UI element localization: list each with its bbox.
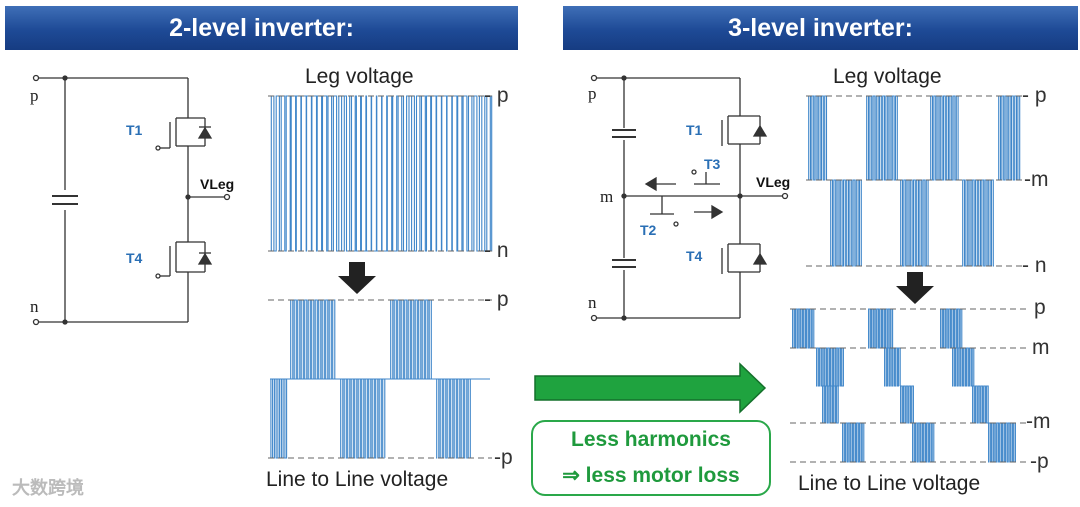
rail-lines [268, 95, 1026, 463]
vleg-label: VLeg [200, 176, 235, 192]
leg-voltage-label: Leg voltage [305, 65, 414, 88]
pwm-trace [952, 347, 975, 387]
down-arrow-icon [338, 262, 376, 294]
node-p-label: p [588, 84, 597, 103]
pwm-trace [900, 385, 914, 424]
pwm-trace [390, 299, 432, 380]
two-level-line-waveform [270, 299, 490, 459]
switch-t1-label: T1 [686, 122, 703, 138]
benefit-callout: Less harmonics ⇒ less motor loss [531, 420, 771, 496]
three-level-line-waveform [792, 308, 1016, 463]
rail-n-label: - n [484, 239, 509, 262]
three-level-title: 3-level inverter: [563, 6, 1078, 50]
vleg-label: VLeg [756, 174, 791, 190]
rail-m-label: -m [1024, 168, 1049, 191]
line-voltage-label: Line to Line voltage [266, 468, 449, 491]
right-arrow-icon [534, 362, 767, 414]
rail-minus-p-label: -p [494, 446, 513, 469]
pwm-trace [808, 95, 828, 181]
rail-p-label: p [1034, 296, 1046, 319]
switch-t1-label: T1 [126, 122, 143, 138]
rail-p-label: - p [1022, 84, 1047, 107]
three-level-circuit [590, 74, 789, 322]
pwm-trace [940, 308, 963, 349]
pwm-trace [912, 422, 935, 463]
node-n-label: n [588, 293, 597, 312]
rail-n-label: - n [1022, 254, 1047, 277]
node-m-label: m [600, 187, 614, 206]
pwm-trace [830, 179, 862, 267]
pwm-trace [866, 95, 898, 181]
pwm-trace [842, 422, 865, 463]
callout-line-2: ⇒ less motor loss [562, 464, 740, 487]
rail-p-label: - p [484, 288, 509, 311]
node-n-label: n [30, 297, 39, 316]
leg-voltage-label: Leg voltage [833, 65, 942, 88]
node-p-label: p [30, 86, 39, 105]
pwm-trace [998, 95, 1021, 181]
watermark: 大数跨境 [12, 478, 84, 498]
rail-m-label: m [1032, 336, 1050, 359]
pwm-trace [290, 299, 336, 380]
pwm-trace [988, 422, 1016, 463]
pwm-trace [340, 378, 386, 459]
pwm-trace [868, 308, 894, 349]
pwm-trace [884, 347, 901, 387]
line-voltage-label: Line to Line voltage [798, 472, 981, 495]
pwm-trace [900, 179, 929, 267]
switch-t2-label: T2 [640, 222, 657, 238]
two-level-leg-waveform [270, 95, 493, 252]
pwm-trace [270, 378, 288, 459]
pwm-trace [822, 385, 839, 424]
rail-minus-p-label: -p [1030, 450, 1049, 473]
switch-t4-label: T4 [126, 250, 143, 266]
pwm-trace [270, 95, 493, 252]
pwm-trace [792, 308, 815, 349]
rail-p-label: - p [484, 84, 509, 107]
rail-minus-m-label: -m [1026, 410, 1051, 433]
down-arrow-icon [896, 272, 934, 304]
pwm-trace [972, 385, 989, 424]
callout-line-1: Less harmonics [571, 428, 731, 451]
pwm-trace [962, 179, 994, 267]
pwm-trace [436, 378, 471, 459]
pwm-trace [816, 347, 844, 387]
three-level-leg-waveform [808, 95, 1021, 267]
two-level-title: 2-level inverter: [5, 6, 518, 50]
pwm-trace [930, 95, 959, 181]
switch-t4-label: T4 [686, 248, 703, 264]
two-level-circuit [32, 74, 231, 326]
switch-t3-label: T3 [704, 156, 721, 172]
